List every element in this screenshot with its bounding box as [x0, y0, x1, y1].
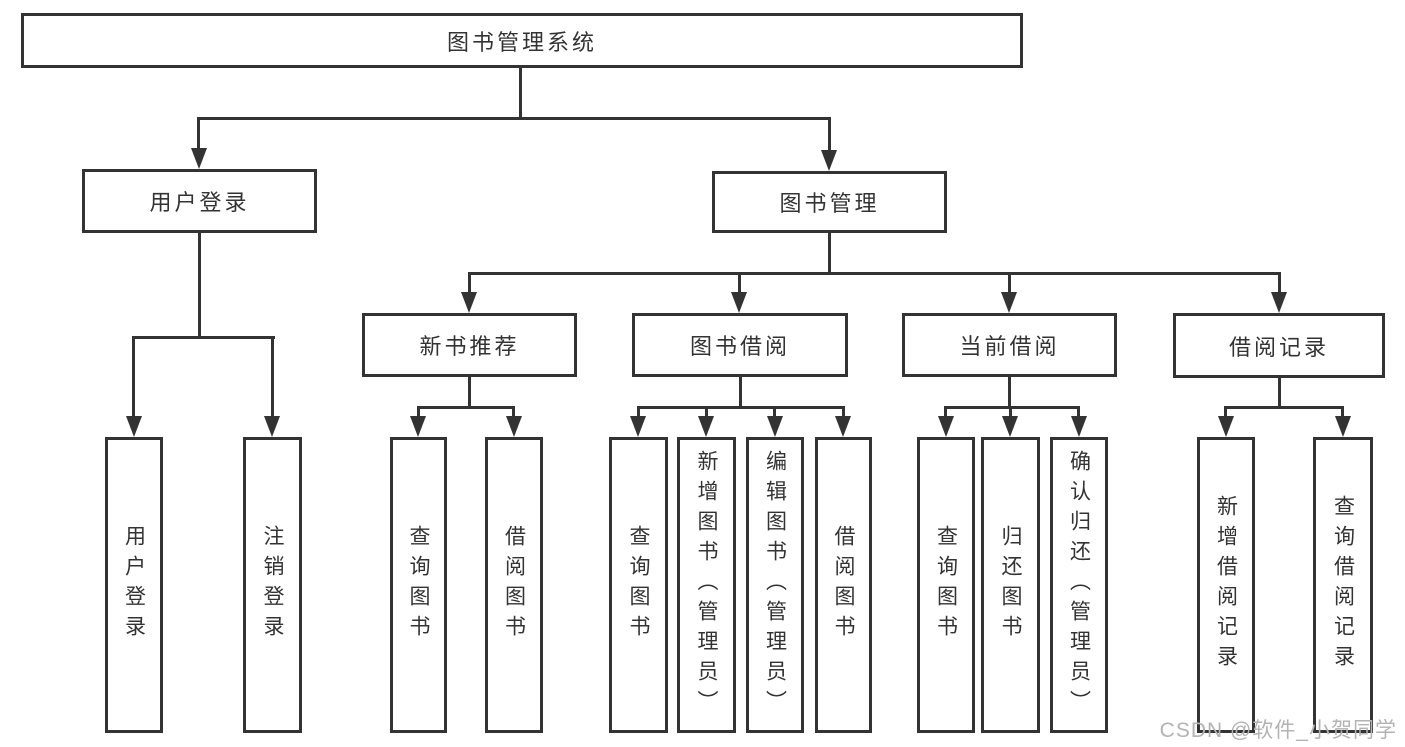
arrow-down-icon	[506, 416, 522, 437]
arrow-down-icon	[1335, 416, 1351, 437]
node-user-login: 用户登录	[82, 169, 317, 233]
connector-stem-leaf	[1077, 406, 1080, 418]
connector-stem-leaf	[637, 406, 640, 418]
connector-stem-leaf	[132, 336, 135, 418]
arrow-down-icon	[410, 416, 426, 437]
node-book-management: 图书管理	[712, 171, 947, 233]
connector-new-book-stem	[468, 377, 471, 407]
connector-book-management-rail	[469, 272, 1281, 275]
connector-stem-book-borrow	[738, 272, 741, 295]
connector-stem-book-management	[828, 117, 831, 152]
arrow-down-icon	[191, 148, 207, 169]
arrow-down-icon	[1218, 416, 1234, 437]
arrow-down-icon	[1271, 292, 1287, 313]
connector-root-stem	[519, 68, 522, 118]
arrow-down-icon	[1002, 416, 1018, 437]
arrow-down-icon	[821, 150, 837, 171]
node-root-library-system: 图书管理系统	[21, 13, 1023, 68]
node-new-book-recommend: 新书推荐	[362, 313, 577, 377]
leaf-edit-book-admin: 编辑图书（管理员）	[746, 437, 804, 733]
leaf-query-books-borrow: 查询图书	[609, 437, 668, 733]
leaf-confirm-return-admin: 确认归还（管理员）	[1050, 437, 1108, 733]
leaf-query-books-recommend: 查询图书	[390, 437, 447, 733]
connector-current-borrow-rail	[945, 406, 1080, 409]
connector-stem-leaf	[944, 406, 947, 418]
arrow-down-icon	[264, 416, 280, 437]
arrow-down-icon	[1071, 416, 1087, 437]
connector-current-borrow-stem	[1008, 377, 1011, 407]
connector-stem-leaf	[705, 406, 708, 418]
leaf-add-borrow-record: 新增借阅记录	[1197, 437, 1255, 733]
connector-stem-leaf	[842, 406, 845, 418]
connector-stem-leaf	[1009, 406, 1012, 418]
connector-stem-leaf	[1224, 406, 1227, 418]
arrow-down-icon	[126, 416, 142, 437]
connector-user-login-stem	[198, 233, 201, 337]
leaf-borrow-books: 借阅图书	[815, 437, 872, 733]
leaf-query-borrow-record: 查询借阅记录	[1313, 437, 1373, 733]
connector-stem-leaf	[271, 336, 274, 418]
leaf-logout: 注销登录	[243, 437, 302, 733]
arrow-down-icon	[630, 416, 646, 437]
connector-stem-leaf	[1341, 406, 1344, 418]
arrow-down-icon	[767, 416, 783, 437]
connector-book-borrow-rail	[637, 406, 845, 409]
arrow-down-icon	[698, 416, 714, 437]
node-borrow-records: 借阅记录	[1173, 313, 1385, 378]
leaf-query-books-current: 查询图书	[917, 437, 975, 733]
connector-stem-user-login	[197, 117, 200, 151]
connector-new-book-rail	[418, 406, 515, 409]
connector-stem-leaf	[773, 406, 776, 418]
arrow-down-icon	[731, 292, 747, 313]
arrow-down-icon	[835, 416, 851, 437]
node-book-borrow: 图书借阅	[632, 313, 848, 377]
leaf-add-book-admin: 新增图书（管理员）	[677, 437, 736, 733]
connector-stem-new-book	[468, 272, 471, 295]
leaf-user-login: 用户登录	[105, 437, 163, 733]
node-current-borrow: 当前借阅	[902, 313, 1117, 377]
connector-stem-leaf	[417, 406, 420, 418]
arrow-down-icon	[1001, 292, 1017, 313]
connector-borrow-records-stem	[1278, 378, 1281, 407]
connector-user-login-rail	[133, 336, 275, 339]
connector-book-borrow-stem	[739, 377, 742, 407]
csdn-watermark: CSDN @软件_小贺同学	[1159, 719, 1397, 742]
arrow-down-icon	[938, 416, 954, 437]
connector-stem-current-borrow	[1008, 272, 1011, 295]
leaf-return-books: 归还图书	[981, 437, 1040, 733]
connector-root-rail	[198, 117, 831, 120]
connector-book-management-stem	[828, 233, 831, 274]
leaf-borrow-books-recommend: 借阅图书	[485, 437, 543, 733]
arrow-down-icon	[461, 292, 477, 313]
connector-borrow-records-rail	[1225, 406, 1344, 409]
connector-stem-leaf	[512, 406, 515, 418]
connector-stem-borrow-records	[1278, 272, 1281, 295]
